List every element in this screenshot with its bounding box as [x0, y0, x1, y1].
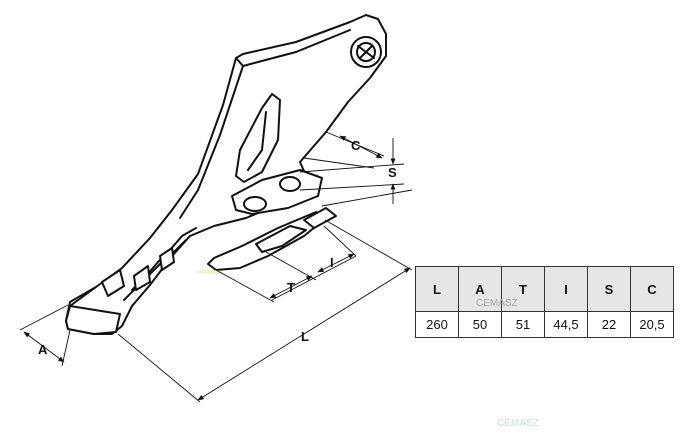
bottom-watermark: CEMASZ — [497, 418, 539, 429]
dim-A-extension-top — [19, 304, 69, 331]
upper-boss-hole — [279, 176, 301, 192]
dim-tongue-extension — [321, 189, 413, 207]
dim-L-extension-right — [324, 219, 413, 271]
dim-L-extension-left — [117, 333, 201, 403]
tip-bevel — [69, 286, 97, 307]
label-I: I — [330, 255, 334, 270]
label-L: L — [301, 329, 309, 344]
label-A: A — [38, 342, 48, 357]
value-T: 51 — [501, 311, 545, 338]
adapter-plate-edge — [235, 29, 351, 67]
header-T: T — [501, 266, 545, 312]
dim-T-extension-left — [215, 269, 275, 303]
dim-T-line — [269, 275, 313, 299]
tongue-step — [255, 225, 307, 253]
dim-S-extension-top — [299, 163, 405, 173]
nose-lobe-2 — [133, 265, 151, 291]
reinforcement-rib — [235, 93, 281, 183]
label-S: S — [388, 165, 397, 180]
table-value-row: 260 50 51 44,5 22 20,5 — [415, 311, 674, 338]
value-A: 50 — [458, 311, 502, 338]
dim-C-extension-bottom — [303, 157, 375, 169]
adapter-part-drawing — [65, 14, 387, 335]
dim-C-line — [339, 135, 383, 159]
header-A: A — [458, 266, 502, 312]
dimension-lines — [19, 131, 413, 403]
header-L: L — [415, 266, 459, 312]
dimension-table: L A T I S C 260 50 51 44,5 22 20,5 — [415, 266, 674, 338]
dim-L-line — [197, 267, 411, 401]
header-S: S — [587, 266, 631, 312]
dim-I-line — [317, 253, 355, 273]
tongue-shoulder — [303, 207, 337, 229]
value-L: 260 — [415, 311, 459, 338]
table-header-row: L A T I S C — [415, 266, 674, 312]
pin-hole-notch — [357, 45, 375, 59]
dim-A-extension-bottom — [61, 329, 71, 367]
adapter-body-outline — [65, 14, 387, 335]
label-C: C — [351, 138, 361, 153]
nose-lobe-3 — [101, 269, 125, 297]
value-C: 20,5 — [630, 311, 674, 338]
dim-S-extension-bottom — [299, 183, 405, 191]
dim-T-extension-right — [265, 251, 317, 281]
dim-I-extension — [323, 225, 357, 257]
label-T: T — [287, 280, 295, 295]
dim-A-line — [23, 331, 65, 363]
header-C: C — [630, 266, 674, 312]
rib-crease — [247, 111, 267, 171]
lower-boss-hole — [243, 196, 267, 212]
adapter-front-edge — [179, 65, 244, 219]
value-S: 22 — [587, 311, 631, 338]
value-I: 44,5 — [544, 311, 588, 338]
nose-lobe-1 — [159, 247, 175, 271]
header-I: I — [544, 266, 588, 312]
